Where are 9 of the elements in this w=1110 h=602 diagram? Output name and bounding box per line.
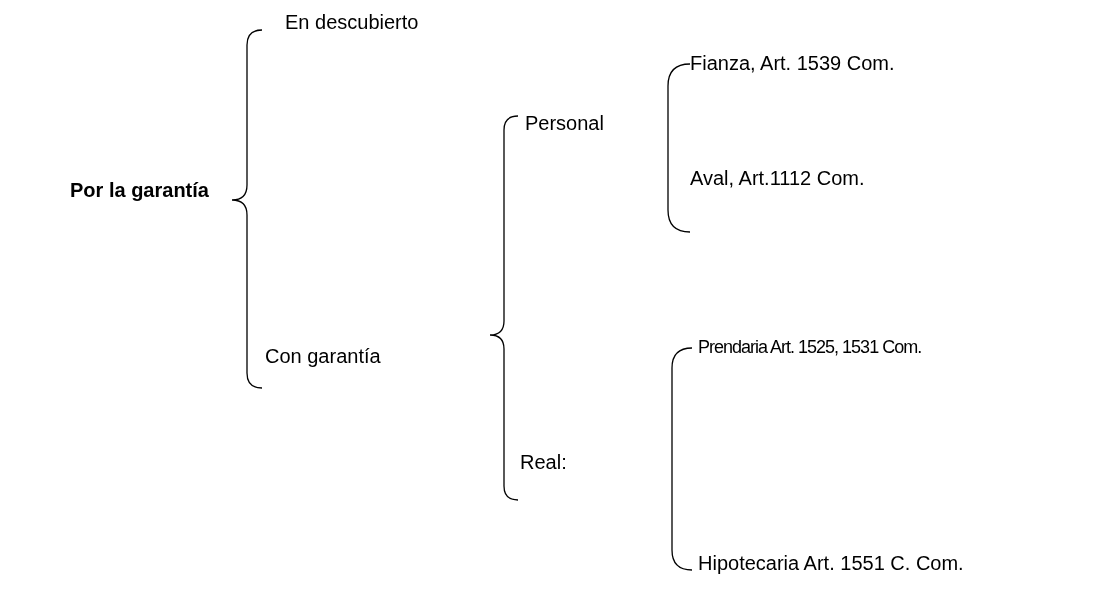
- category-label: Personal: [525, 111, 604, 135]
- heading-text: Por la garantía: [70, 178, 209, 202]
- category-label: En descubierto: [285, 10, 419, 34]
- category-label: Con garantía: [265, 344, 381, 368]
- category-label: Real:: [520, 450, 567, 474]
- category-label: Aval, Art.1112 Com.: [690, 166, 865, 190]
- category-label: Fianza, Art. 1539 Com.: [690, 51, 895, 75]
- category-label: Hipotecaria Art. 1551 C. Com.: [698, 551, 964, 575]
- category-label: Prendaria Art. 1525, 1531 Com.: [698, 336, 922, 359]
